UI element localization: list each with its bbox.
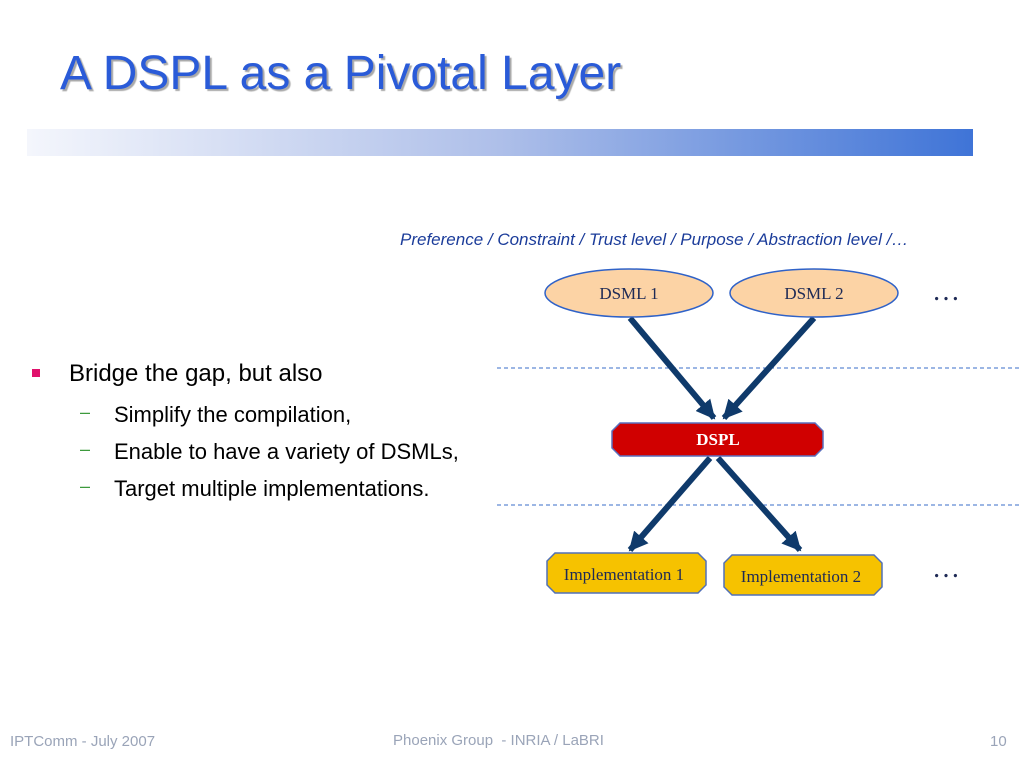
dspl-node-label: DSPL — [696, 430, 739, 449]
bullet-text: Bridge the gap, but also — [69, 360, 323, 387]
footer-page-number: 10 — [990, 733, 1007, 750]
dsml-node-2 — [729, 268, 899, 318]
implementation-more-ellipsis: … — [932, 553, 960, 584]
footer-organization: Phoenix Group - INRIA / LaBRI — [393, 732, 604, 749]
sub-bullet-text: Enable to have a variety of DSMLs, — [114, 439, 459, 464]
sub-bullet-marker: – — [80, 476, 91, 496]
dsml-node-2-label: DSML 2 — [784, 284, 843, 303]
preference-label: Preference / Constraint / Trust level / … — [400, 230, 909, 249]
implementation-node-1-label: Implementation 1 — [564, 565, 684, 584]
arrow-dsml1-to-dspl — [627, 316, 717, 420]
implementation-node-2-label: Implementation 2 — [741, 567, 861, 586]
sub-bullet-marker: – — [80, 439, 91, 459]
slide-title: A DSPL as a Pivotal Layer — [60, 47, 622, 100]
bullet-marker — [32, 369, 40, 377]
sub-bullet-text: Simplify the compilation, — [114, 402, 352, 427]
title-underline-bar — [27, 129, 973, 156]
dsml-node-1 — [544, 268, 714, 318]
sub-bullet-text: Target multiple implementations. — [114, 476, 430, 501]
arrow-dspl-to-impl1 — [627, 456, 713, 552]
footer-conference: IPTComm - July 2007 — [10, 733, 156, 750]
dsml-node-1-label: DSML 1 — [599, 284, 658, 303]
implementation-node-2 — [723, 554, 883, 596]
arrow-dsml2-to-dspl — [721, 315, 817, 421]
implementation-node-1 — [546, 552, 707, 594]
sub-bullet-marker: – — [80, 402, 91, 422]
arrow-dspl-to-impl2 — [715, 456, 803, 552]
dsml-more-ellipsis: … — [932, 276, 960, 307]
dspl-node — [611, 422, 824, 457]
